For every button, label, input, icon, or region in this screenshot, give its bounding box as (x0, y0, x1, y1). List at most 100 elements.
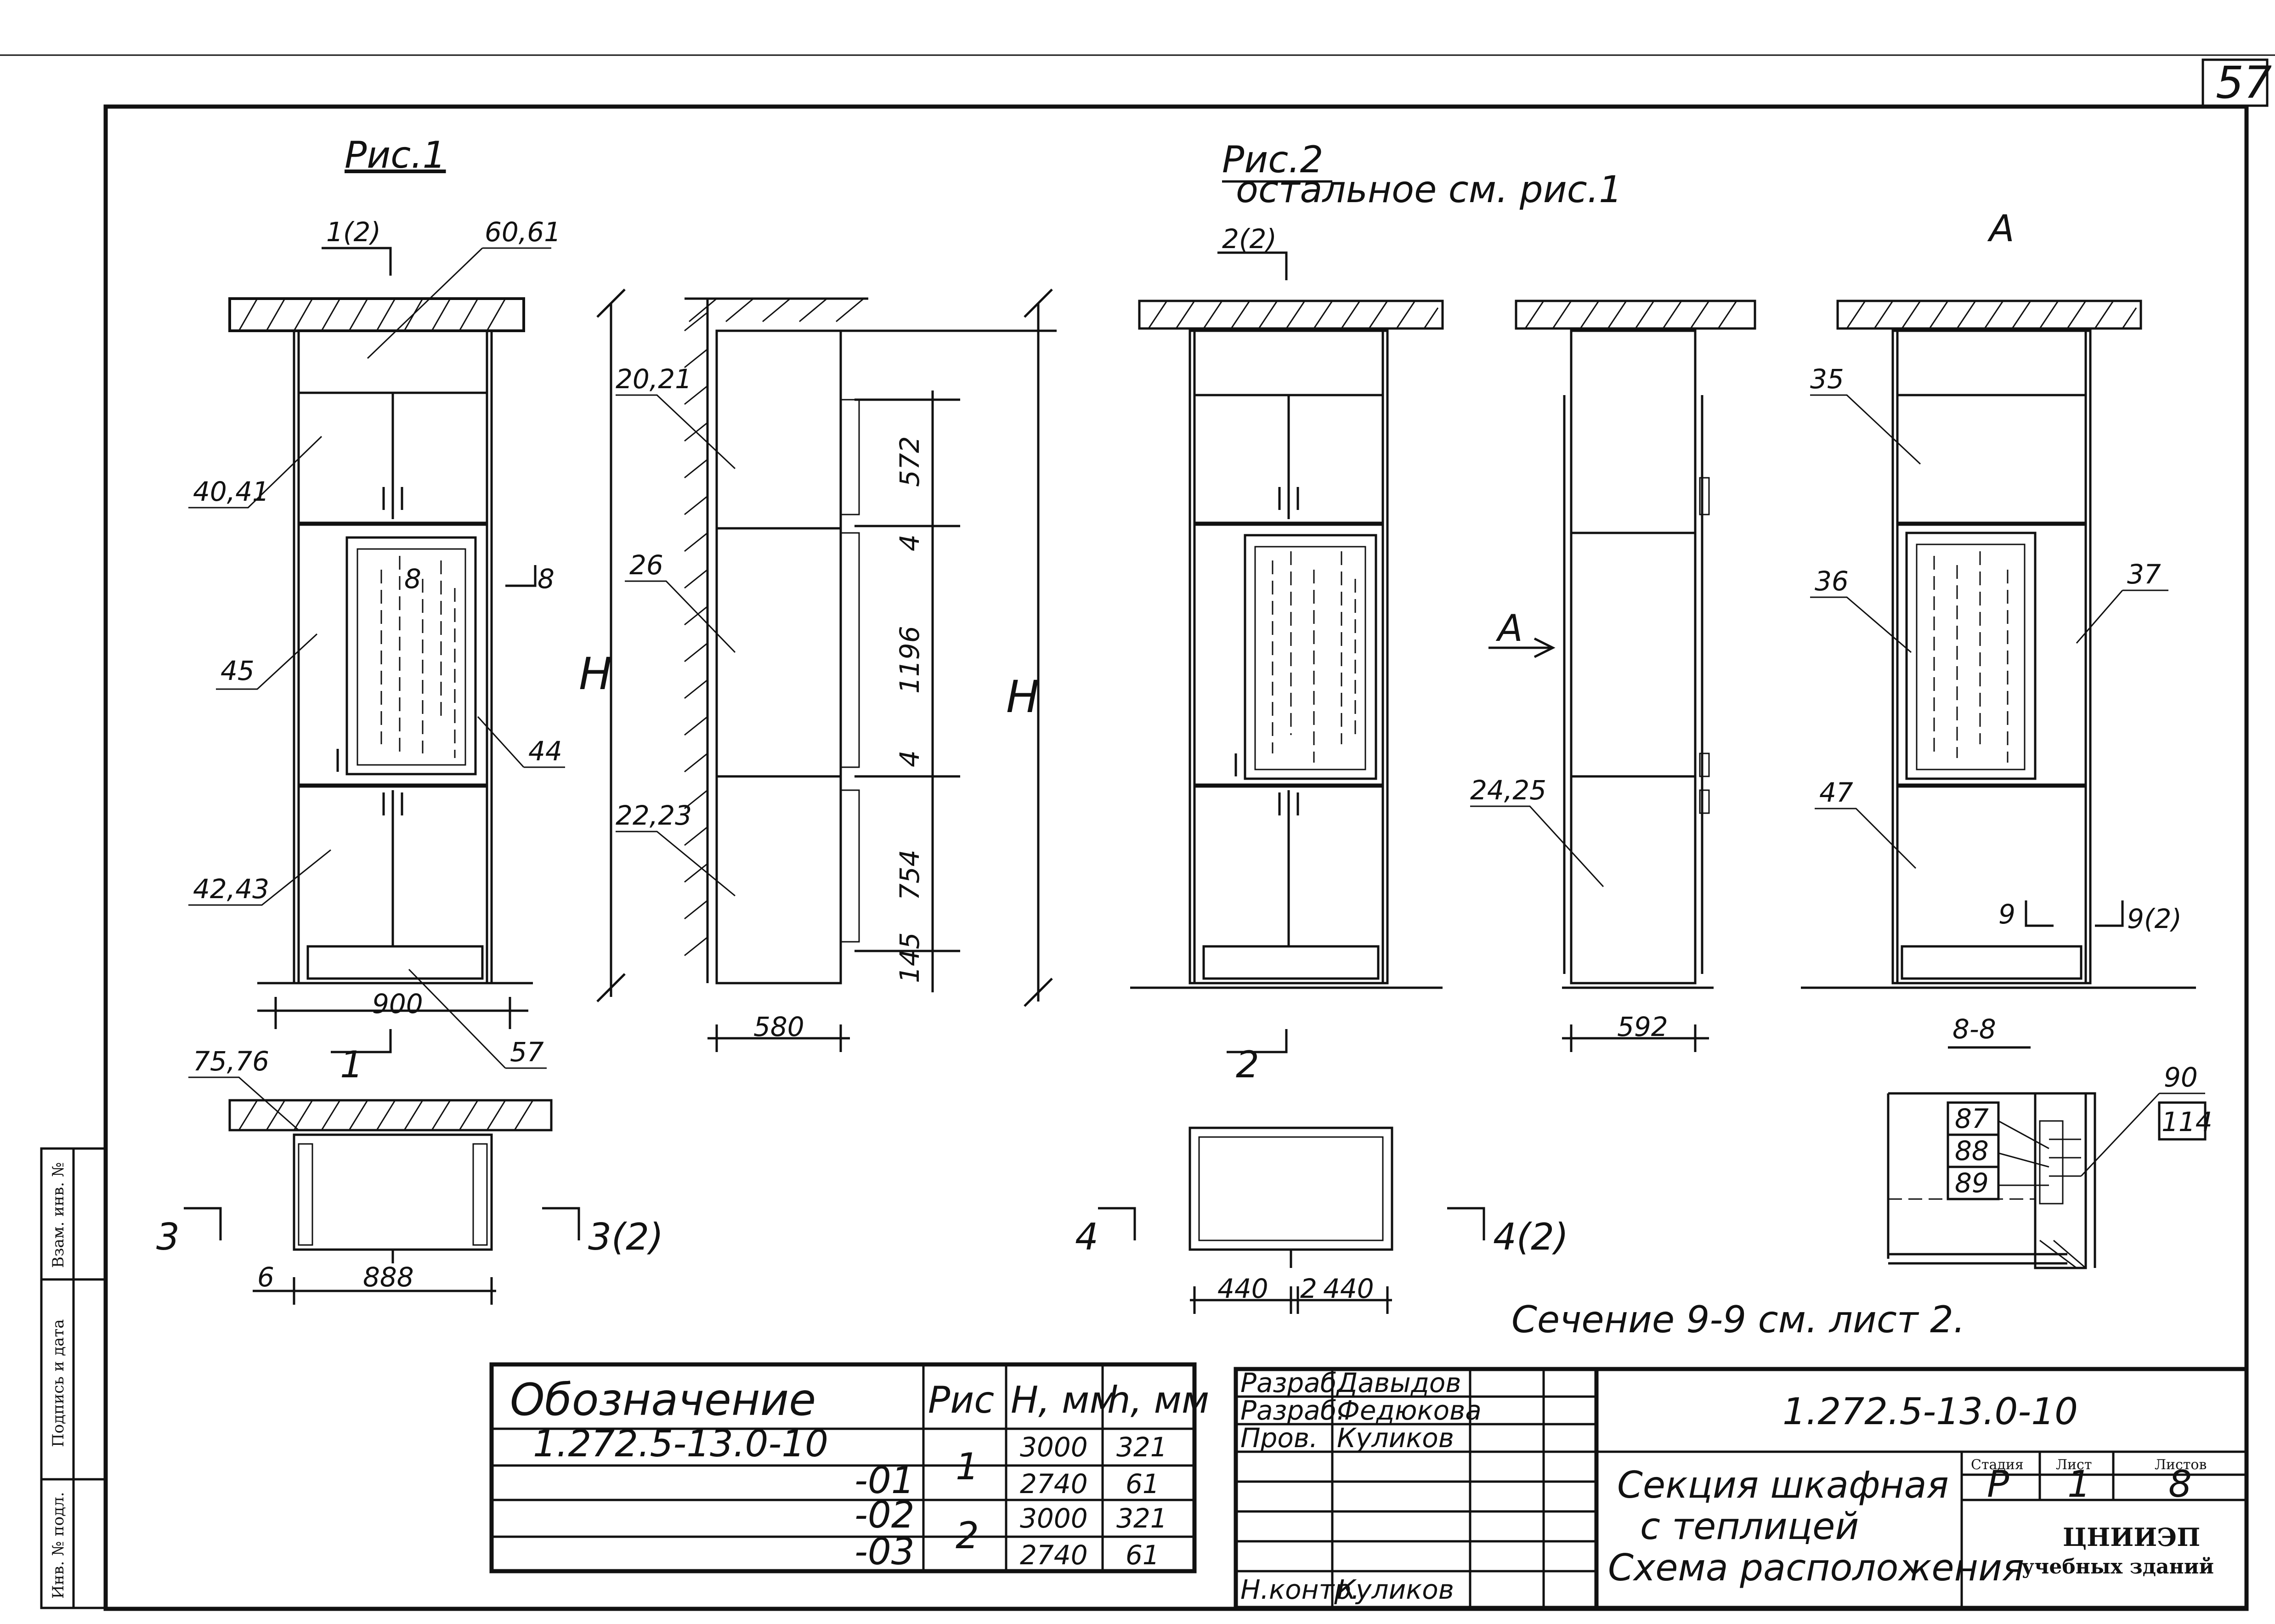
fig1-label-plinth: 57 (510, 1036, 544, 1068)
fig2-section-mark: 2(2) (1222, 223, 1277, 255)
view-a-title: А (1987, 207, 2015, 250)
plan2-dim-gap: 2 (1300, 1273, 1317, 1304)
fig1-label-top: 60,61 (485, 216, 561, 248)
fig1-side-dim-4b: 4 (894, 750, 925, 767)
left-stamp: Взам. инв. № Подпись и дата Инв. № подл. (40, 1147, 107, 1609)
tb-org-line-1: ЦНИИЭП (2063, 1522, 2200, 1552)
fig2-title: Рис.2 (1222, 138, 1324, 181)
spec-row-3-H: 3000 (1020, 1503, 1088, 1534)
tb-stage-header: Стадия (1971, 1457, 2024, 1473)
fig2-cut-mark-bottom: 2 (1236, 1043, 1259, 1086)
tb-name-3: Куликов (1337, 1422, 1454, 1454)
plan2-dim-right: 440 (1323, 1273, 1374, 1304)
fig1-side-dim-4a: 4 (894, 534, 925, 551)
plan1-dim-left: 6 (257, 1262, 274, 1293)
fig1-section-8: 8 (538, 563, 555, 594)
view-a-section-9: 9 (1998, 899, 2015, 930)
view-a-label-glass: 36 (1815, 566, 1849, 597)
fig1-label-upper-doors: 40,41 (193, 476, 269, 507)
fig1-side-view (684, 289, 1057, 1052)
fig1-side-dim-145: 145 (894, 932, 925, 983)
spec-row-2-H: 2740 (1020, 1468, 1088, 1500)
fig2-side-view (1488, 300, 1756, 1052)
spec-header-H: Н, мм (1011, 1379, 1117, 1421)
spec-row-1-designation: 1.272.5-13.0-10 (533, 1422, 828, 1465)
fig1-side-height: Н (1006, 671, 1039, 723)
tb-title-line-3: Схема расположения (1608, 1546, 2024, 1589)
spec-row-4-h: 61 (1126, 1539, 1160, 1571)
spec-row-4-H: 2740 (1020, 1539, 1088, 1571)
fig1-cut-mark-bottom: 1 (340, 1043, 363, 1086)
fig1-side-dim-572: 572 (894, 436, 925, 487)
plan-1 (184, 1099, 580, 1305)
view-a-caption: 8-8 (1952, 1013, 1996, 1045)
fig2-front-view (1130, 300, 1444, 989)
fig1-label-lower-doors: 42,43 (193, 873, 269, 905)
spec-table (489, 1362, 1197, 1573)
detail-label-89: 89 (1955, 1167, 1989, 1199)
spec-header-fig: Рис (928, 1379, 994, 1421)
view-a-label-upper: 35 (1810, 363, 1844, 395)
fig2-side-label-lower: 24,25 (1470, 775, 1546, 806)
spec-row-4-designation: -03 (855, 1530, 915, 1573)
view-a-label-side: 37 (2127, 559, 2161, 590)
tb-role-4: Н.контр. (1240, 1574, 1360, 1605)
spec-header-h: h, мм (1107, 1379, 1209, 1421)
tb-title-line-2: с теплицей (1640, 1505, 1859, 1548)
title-block (1234, 1367, 2249, 1610)
tb-role-3: Пров. (1240, 1422, 1318, 1454)
plan1-mark-right: 3(2) (588, 1216, 663, 1258)
fig1-side-label-upper: 20,21 (616, 363, 692, 395)
tb-sheet: 1 (2067, 1463, 2091, 1505)
tb-stage: Р (1987, 1463, 2009, 1505)
tb-name-4: Куликов (1337, 1574, 1454, 1605)
plan1-mark-left: 3 (156, 1216, 180, 1258)
sheet-number-box (2201, 58, 2269, 107)
spec-row-1-fig: 1 (956, 1445, 979, 1488)
view-a-label-lower: 47 (1819, 777, 1853, 808)
stamp-field-signature: Подпись и дата (49, 1319, 68, 1448)
plan1-label-top: 75,76 (193, 1046, 269, 1077)
detail-joint (1887, 1092, 2096, 1269)
plan2-mark-right: 4(2) (1493, 1216, 1568, 1258)
fig1-height: Н (579, 648, 612, 700)
spec-row-1-H: 3000 (1020, 1432, 1088, 1463)
fig1-title: Рис.1 (345, 134, 446, 176)
stamp-field-replace: Взам. инв. № (49, 1162, 68, 1268)
fig1-label-middle: 45 (221, 655, 255, 686)
detail-label-box (1947, 1101, 2000, 1200)
sheet-number: 57 (2216, 57, 2272, 108)
tb-doc-code: 1.272.5-13.0-10 (1783, 1390, 2078, 1433)
fig1-side-depth: 580 (753, 1011, 804, 1042)
fig1-side-dim-1196: 1196 (894, 626, 925, 694)
spec-row-3-fig: 2 (956, 1514, 979, 1557)
fig1-front-view (228, 297, 533, 985)
detail-label-114-box (2158, 1101, 2207, 1141)
detail-label-114: 114 (2162, 1106, 2213, 1137)
spec-header-designation: Обозначение (510, 1374, 816, 1426)
fig1-side-label-lower: 22,23 (616, 800, 692, 831)
section-note: Сечение 9-9 см. лист 2. (1511, 1298, 1965, 1341)
sheet-frame (103, 104, 2249, 1611)
plan2-dim-left: 440 (1217, 1273, 1268, 1304)
spec-row-1-h: 321 (1116, 1432, 1167, 1463)
tb-role-1: Разраб. (1240, 1367, 1345, 1398)
tb-title-line-1: Секция шкафная (1617, 1464, 1949, 1506)
tb-sheets: 8 (2168, 1463, 2192, 1505)
spec-row-2-designation: -01 (855, 1459, 915, 1502)
view-a-section-9-2: 9(2) (2127, 903, 2182, 934)
stamp-field-inventory: Инв. № подл. (49, 1492, 68, 1599)
plan1-dim-width: 888 (363, 1262, 414, 1293)
detail-label-88: 88 (1955, 1135, 1989, 1166)
fig1-width: 900 (372, 988, 423, 1019)
fig2-side-depth: 592 (1617, 1011, 1668, 1042)
detail-label-90: 90 (2164, 1062, 2198, 1093)
fig2-side-arrow-a: А (1495, 607, 1523, 650)
view-a (1801, 300, 2196, 989)
tb-sheets-header: Листов (2155, 1457, 2207, 1473)
spec-row-3-designation: -02 (855, 1494, 915, 1536)
plan2-mark-left: 4 (1075, 1216, 1098, 1258)
tb-org-line-2: учебных зданий (2021, 1555, 2214, 1579)
tb-name-2: Федюкова (1337, 1395, 1482, 1426)
